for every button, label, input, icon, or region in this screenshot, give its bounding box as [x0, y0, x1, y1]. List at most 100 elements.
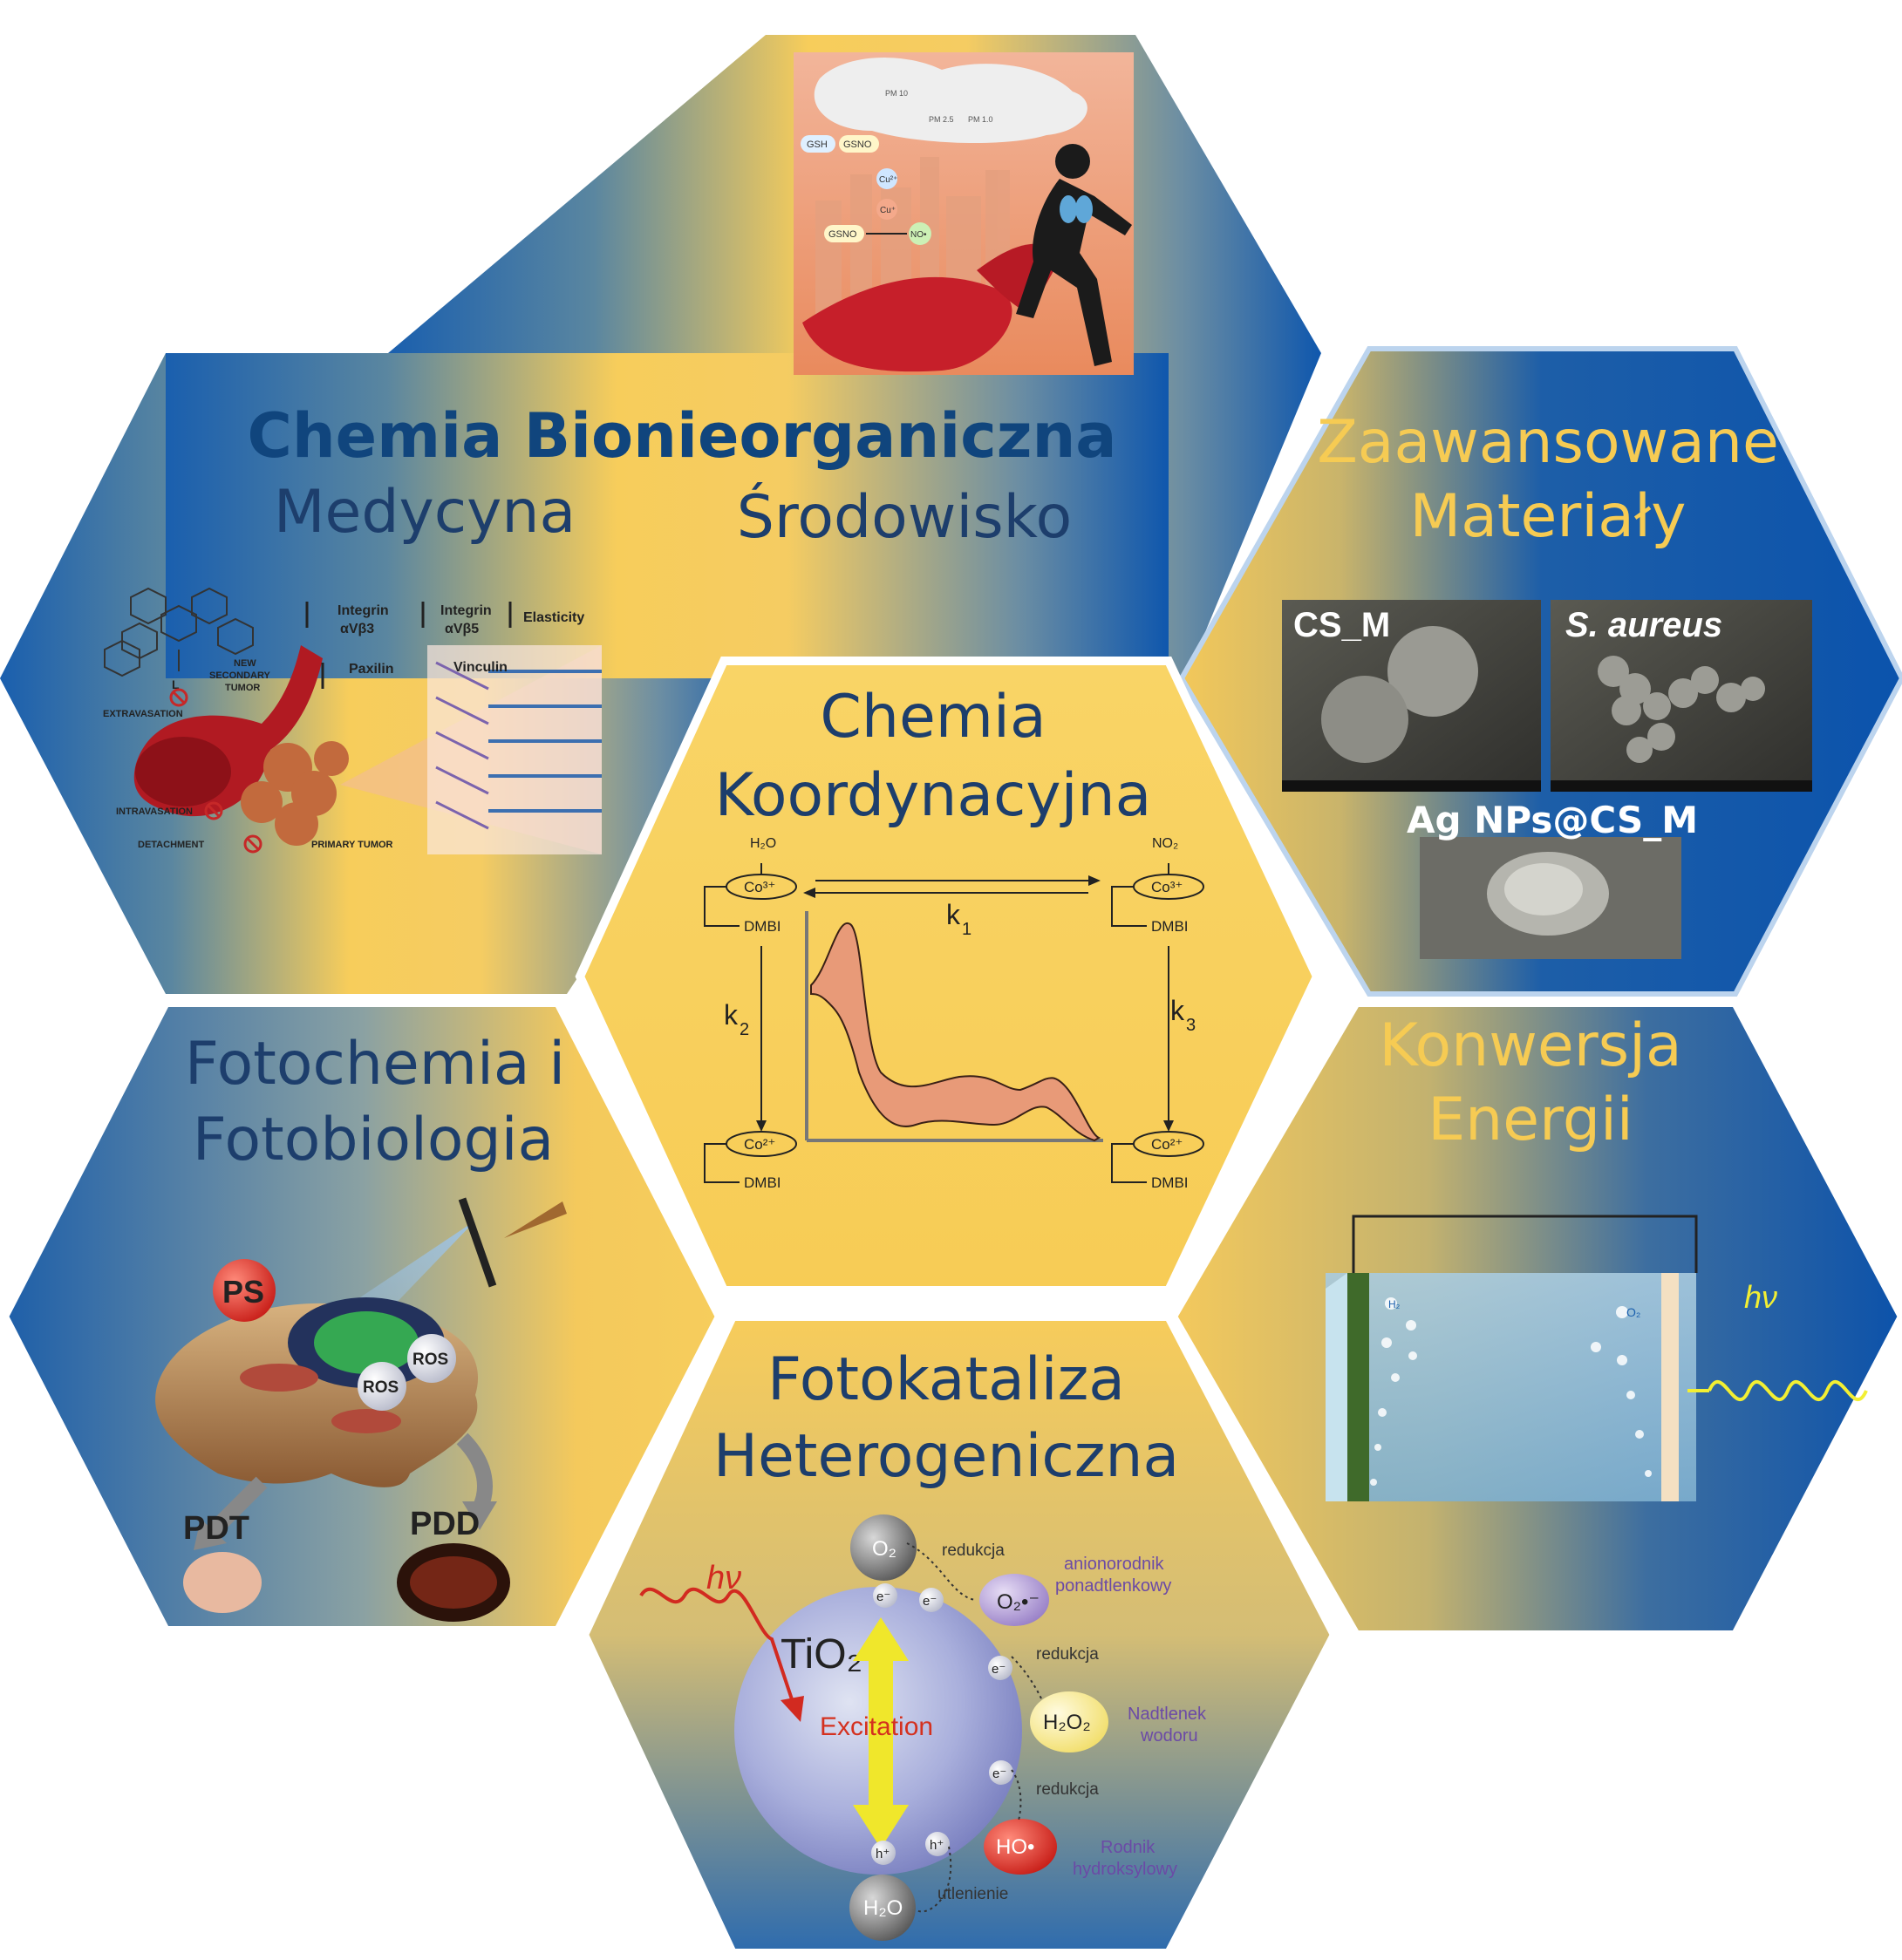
water-splitting-cell: O₂ H₂ hν: [1326, 1215, 1868, 1501]
hole-2: h⁺: [930, 1838, 944, 1853]
no-label: NO•: [910, 230, 927, 240]
pm1-label: PM 1.0: [968, 115, 993, 124]
h2o2-label: H₂O₂: [1043, 1711, 1091, 1734]
dmbi-1: DMBI: [744, 918, 781, 935]
dmbi-2: DMBI: [1151, 918, 1189, 935]
sem-image-ag-nps: [1420, 837, 1681, 959]
integrin1b-label: αVβ3: [340, 622, 374, 636]
sem-image-s-aureus: S. aureus: [1551, 600, 1812, 792]
s-aureus-label: S. aureus: [1565, 606, 1722, 644]
cs-m-label: CS_M: [1293, 606, 1390, 644]
reduction-label-1: redukcja: [942, 1541, 1005, 1560]
h2-label: H₂: [1388, 1298, 1401, 1310]
top-subtitle-right: Środowisko: [737, 482, 1073, 552]
hex-center: [575, 657, 1322, 1295]
top-subtitle-left: Medycyna: [274, 478, 576, 547]
ho-label: HO•: [996, 1835, 1034, 1859]
extravasation-label: EXTRAVASATION: [103, 709, 183, 719]
center-title-1: Chemia: [820, 683, 1046, 752]
right-bottom-title-1: Konwersja: [1379, 1011, 1681, 1080]
k2-label: k: [724, 999, 739, 1031]
k3-sub: 3: [1186, 1016, 1196, 1035]
reduction-label-2: redukcja: [1036, 1645, 1099, 1664]
cu1-label: Cu⁺: [880, 206, 896, 215]
vinculin-label: Vinculin: [453, 660, 508, 675]
sem-image-cs-m: CS_M: [1282, 600, 1541, 792]
integrin2b-label: αVβ5: [445, 622, 479, 636]
right-bottom-title-2: Energii: [1428, 1085, 1633, 1154]
h2o-label: H₂O: [750, 836, 776, 851]
ps-label: PS: [222, 1274, 264, 1310]
anion-label-1: anionorodnik: [1064, 1555, 1165, 1574]
ros-label-2: ROS: [363, 1378, 399, 1397]
hv-label-energy: hν: [1744, 1279, 1777, 1315]
left-bottom-title-2: Fotobiologia: [193, 1106, 554, 1174]
pdt-label: PDT: [183, 1510, 249, 1547]
hydroxyl-label-1: Rodnik: [1101, 1838, 1156, 1857]
co3-left: Co³⁺: [744, 879, 775, 895]
hydroxyl-label-2: hydroksylowy: [1073, 1860, 1177, 1879]
co3-right: Co³⁺: [1151, 879, 1183, 895]
right-top-title-2: Materiały: [1410, 482, 1687, 551]
k3-label: k: [1170, 995, 1185, 1026]
electron-1: e⁻: [876, 1589, 890, 1604]
bottom-title-1: Fotokataliza: [767, 1345, 1125, 1414]
gsno2-label: GSNO: [828, 229, 857, 240]
k2-sub: 2: [740, 1020, 749, 1039]
perox-label-1: Nadtlenek: [1128, 1705, 1207, 1724]
pm25-label: PM 2.5: [929, 115, 954, 124]
electron-4: e⁻: [992, 1766, 1006, 1781]
tio2-label: TiO₂: [781, 1631, 862, 1678]
ag-nps-label: Ag NPs@CS_M: [1407, 799, 1698, 841]
new-tumor-label-3: TUMOR: [225, 683, 260, 693]
o2-label: O₂: [1626, 1305, 1640, 1319]
left-bottom-title-1: Fotochemia i: [185, 1030, 565, 1099]
elasticity-label: Elasticity: [523, 610, 584, 625]
o2-top-label: O₂: [872, 1537, 896, 1561]
ligand-label: L: [172, 677, 180, 691]
perox-label-2: wodoru: [1140, 1726, 1198, 1746]
hole-1: h⁺: [876, 1847, 890, 1861]
hv-label-photocat: hν: [706, 1560, 741, 1596]
top-title: Chemia Bionieorganiczna: [247, 400, 1116, 472]
medicine-illustration: L Integrin αVβ3: [103, 587, 602, 854]
reduction-label-3: redukcja: [1036, 1780, 1099, 1799]
photocatalysis-scheme: TiO₂ Excitation hν O₂ H₂O e⁻ e⁻ e⁻ e⁻ h⁺…: [639, 1514, 1207, 1941]
ros-label-1: ROS: [412, 1351, 448, 1369]
no2-label: NO₂: [1152, 836, 1178, 851]
cu2-label: Cu²⁺: [879, 175, 897, 185]
dmbi-3: DMBI: [744, 1174, 781, 1191]
detachment-label: DETACHMENT: [138, 840, 204, 850]
h2o-bottom-label: H₂O: [863, 1896, 903, 1920]
coordination-scheme: H₂O NO₂ Co³⁺ Co³⁺ Co²⁺ Co²⁺ DMBI DMBI DM…: [704, 836, 1204, 1191]
electron-2: e⁻: [923, 1594, 937, 1609]
integrin2-label: Integrin: [440, 603, 492, 618]
dmbi-4: DMBI: [1151, 1174, 1189, 1191]
photobiology-illustration: PS ROS ROS PDT PDD: [155, 1197, 567, 1622]
oxidation-label: utlenienie: [937, 1885, 1008, 1903]
pm10-label: PM 10: [885, 89, 908, 98]
gsno-label: GSNO: [843, 140, 872, 150]
co2-right: Co²⁺: [1151, 1136, 1183, 1153]
center-title-2: Koordynacyjna: [715, 761, 1152, 830]
co2-left: Co²⁺: [744, 1136, 775, 1153]
excitation-label: Excitation: [820, 1712, 933, 1741]
pdd-label: PDD: [410, 1506, 480, 1542]
paxilin-label: Paxilin: [349, 662, 394, 677]
hex-top-band: [166, 353, 1169, 678]
k1-sub: 1: [962, 920, 971, 939]
hex-right-top: [1178, 346, 1902, 997]
intravasation-label: INTRAVASATION: [116, 806, 193, 817]
anion-label-2: ponadtlenkowy: [1055, 1576, 1171, 1596]
integrin1-label: Integrin: [337, 603, 389, 618]
bottom-title-2: Heterogeniczna: [713, 1422, 1179, 1491]
spectra-plot: [805, 911, 1103, 1142]
primary-tumor-label: PRIMARY TUMOR: [311, 840, 393, 850]
environment-illustration: PM 10 PM 2.5 PM 1.0 GSH GSNO Cu²⁺ Cu⁺ GS…: [794, 52, 1134, 375]
superoxide-label: O₂•⁻: [997, 1590, 1040, 1614]
k1-label: k: [946, 899, 961, 930]
electron-3: e⁻: [992, 1662, 1006, 1677]
new-tumor-label-2: SECONDARY: [209, 670, 271, 681]
right-top-title-1: Zaawansowane: [1317, 408, 1779, 477]
